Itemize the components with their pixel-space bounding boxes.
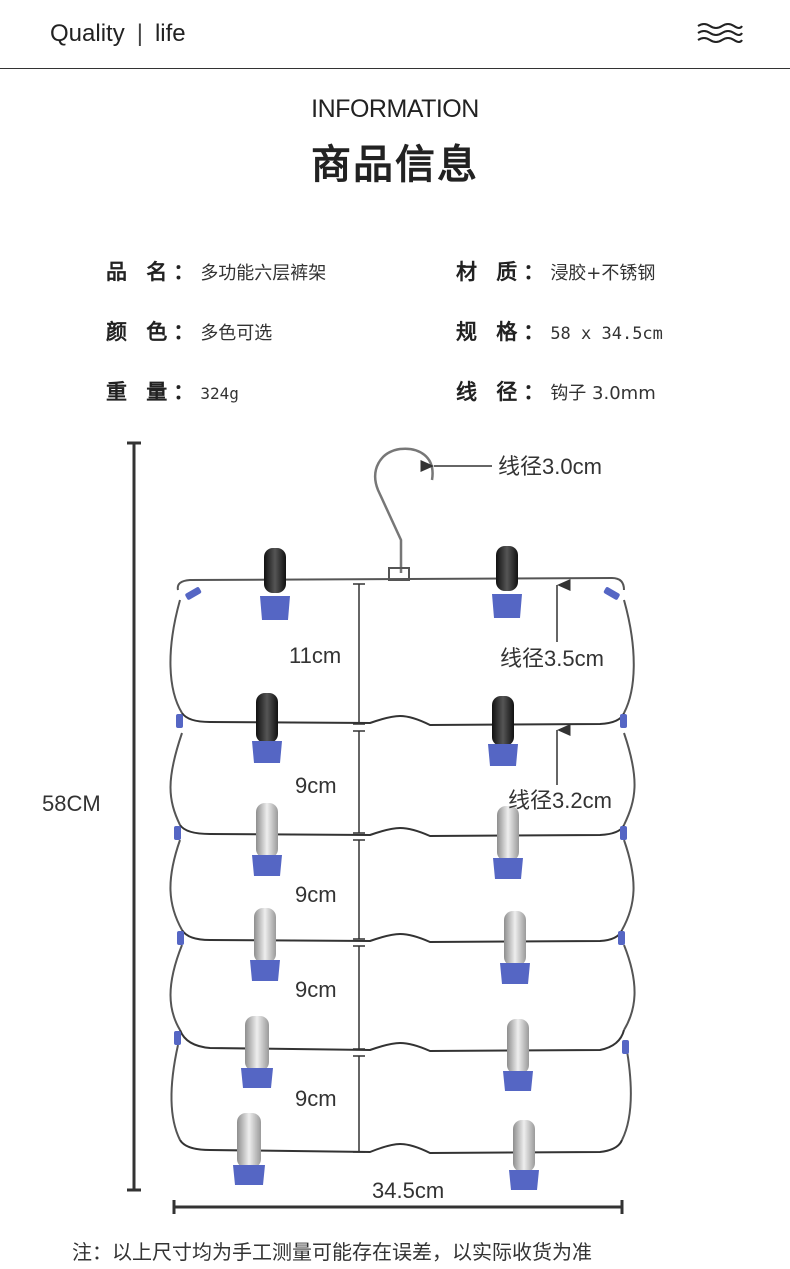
spec-label: 线 径：: [456, 380, 551, 404]
disclaimer-note: 注：以上尺寸均为手工测量可能存在误差，以实际收货为准: [72, 1240, 592, 1264]
section-title-en: INFORMATION: [311, 95, 479, 123]
spec-size: 规 格：58 x 34.5cm: [456, 316, 663, 346]
tier-bars: [179, 712, 625, 1155]
clip-steel: [241, 1016, 273, 1088]
hanger-frame: [169, 576, 636, 1141]
top-bar: Quality | life: [0, 0, 790, 69]
gap-label: 9cm: [295, 882, 337, 907]
clip-steel: [509, 1120, 539, 1190]
gap-label: 9cm: [295, 1086, 337, 1111]
spec-wire: 线 径：钩子 3.0mm: [456, 376, 656, 406]
brand-quality: Quality: [50, 20, 125, 47]
frame-wire-label: 线径3.5cm: [500, 646, 604, 671]
spec-value: 多功能六层裤架: [200, 263, 327, 284]
clip-steel: [250, 908, 280, 981]
spec-label: 品 名：: [106, 260, 201, 284]
tier-wire-label: 线径3.2cm: [508, 788, 612, 813]
brand-separator: |: [136, 20, 143, 47]
clip-steel: [500, 911, 530, 984]
clip-steel: [503, 1019, 533, 1091]
gap-label: 9cm: [295, 773, 337, 798]
spec-value: 324g: [200, 384, 239, 403]
gap-dimensions: [353, 583, 365, 1153]
spec-color: 颜 色：多色可选: [106, 316, 272, 346]
spec-value: 浸胶+不锈钢: [550, 263, 656, 284]
spec-material: 材 质：浸胶+不锈钢: [456, 256, 655, 286]
hanger-hook: [374, 447, 434, 581]
section-title-cn: 商品信息: [311, 142, 479, 188]
width-label: 34.5cm: [372, 1178, 444, 1203]
clip-steel: [252, 803, 282, 876]
clip-dark: [252, 693, 282, 763]
spec-label: 颜 色：: [106, 320, 201, 344]
gap-label: 9cm: [295, 977, 337, 1002]
spec-weight: 重 量：324g: [106, 376, 239, 406]
spec-label: 重 量：: [106, 380, 201, 404]
clip-dark: [492, 546, 522, 618]
spec-value: 多色可选: [200, 323, 273, 344]
clip-steel: [233, 1113, 265, 1185]
side-connectors: [174, 587, 629, 1054]
brand-logo: Quality | life: [50, 20, 186, 48]
spec-name: 品 名：多功能六层裤架: [106, 256, 326, 286]
spec-label: 材 质：: [456, 260, 551, 284]
height-dimension: [127, 441, 141, 1192]
spec-value: 58 x 34.5cm: [550, 324, 663, 344]
width-dimension: [172, 1200, 624, 1214]
height-label: 58CM: [42, 791, 101, 816]
brand-life: life: [154, 20, 186, 47]
clips: [233, 546, 539, 1190]
gap-label: 11cm: [289, 643, 341, 668]
hook-wire-label: 线径3.0cm: [498, 454, 602, 479]
clip-dark: [260, 548, 290, 620]
spec-value: 钩子 3.0mm: [550, 383, 656, 404]
spec-label: 规 格：: [456, 320, 551, 344]
clip-dark: [488, 696, 518, 766]
clip-steel: [493, 806, 523, 879]
waves-icon[interactable]: [696, 22, 744, 44]
